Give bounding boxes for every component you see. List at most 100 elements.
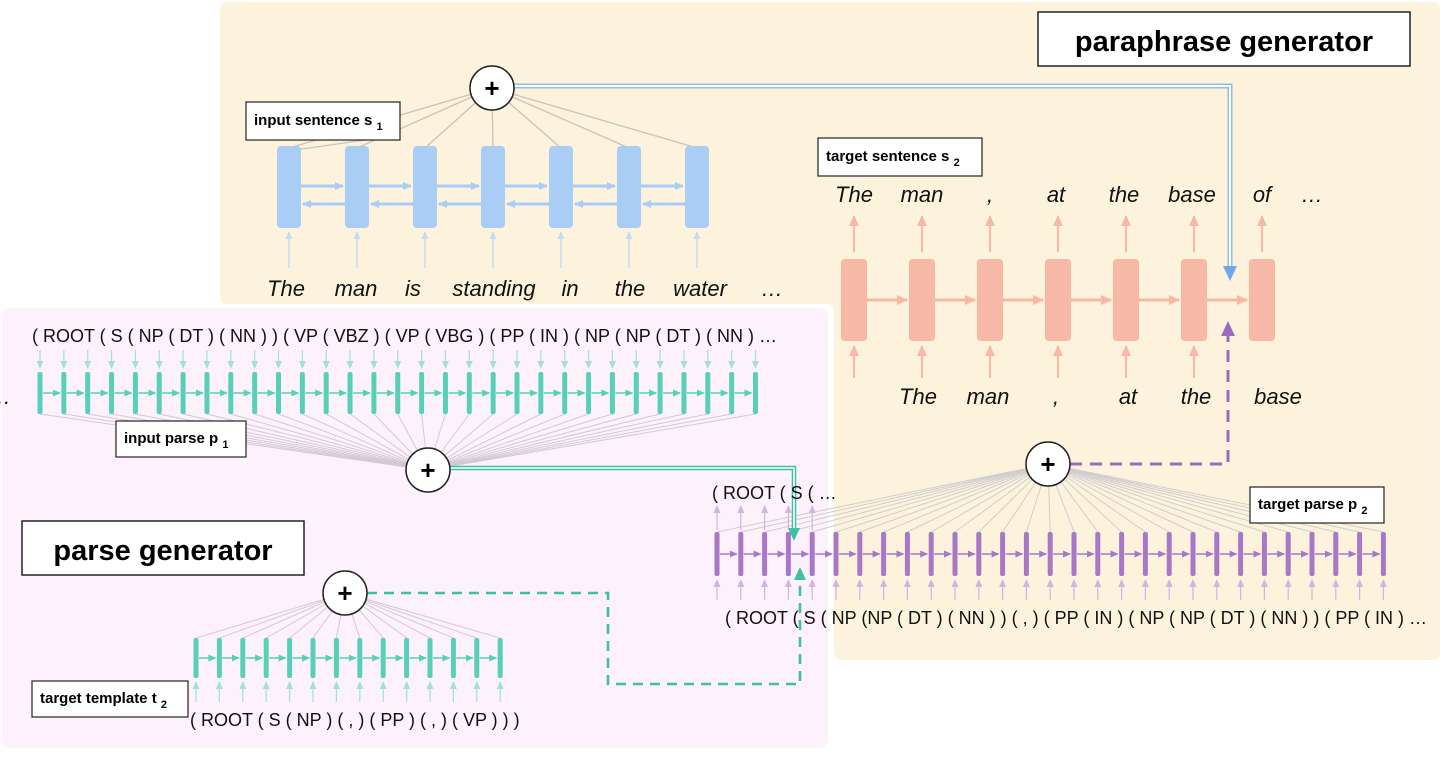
target-template-label: target template t 2 bbox=[31, 680, 189, 718]
template-to-target-parse-connector bbox=[367, 567, 806, 686]
input-sentence-var: s bbox=[364, 112, 372, 129]
input-parse-attention-line bbox=[427, 413, 708, 471]
input-parse-text: ( ROOT ( S ( NP ( DT ) ( NN ) ) ( VP ( V… bbox=[32, 326, 777, 346]
target-sentence-token: man bbox=[901, 182, 944, 207]
target-parse-cell bbox=[857, 532, 863, 576]
target-parse-attention-line bbox=[859, 463, 1049, 533]
target-sentence-label-text: target sentence bbox=[826, 148, 937, 165]
input-parse-cell bbox=[85, 372, 91, 414]
target-parse-cell bbox=[1214, 532, 1220, 576]
encoder-cell bbox=[549, 146, 573, 228]
target-parse-label-text: target parse bbox=[1258, 496, 1344, 513]
template-cell bbox=[450, 638, 456, 678]
encoder-attention-line bbox=[491, 87, 630, 149]
input-parse-cell bbox=[228, 372, 234, 414]
target-parse-cell bbox=[904, 532, 910, 576]
target-parse-cell bbox=[1380, 532, 1386, 576]
input-parse-cell bbox=[323, 372, 329, 414]
input-parse-cell bbox=[61, 372, 67, 414]
input-parse-attention-line bbox=[427, 413, 565, 471]
template-cell bbox=[474, 638, 480, 678]
target-parse-cell bbox=[762, 532, 768, 576]
input-parse-attention-line bbox=[427, 413, 661, 471]
target-parse-cell bbox=[738, 532, 744, 576]
target-parse-cell bbox=[833, 532, 839, 576]
svg-text:input parse p: input parse p 1 bbox=[124, 430, 229, 451]
input-sentence-token: man bbox=[335, 276, 378, 301]
target-sentence-token: the bbox=[1109, 182, 1140, 207]
decoder-cell bbox=[1181, 259, 1207, 341]
encoder-cell bbox=[617, 146, 641, 228]
input-sentence-token: in bbox=[561, 276, 578, 301]
svg-text:+: + bbox=[337, 578, 352, 608]
encoder-cell bbox=[413, 146, 437, 228]
target-parse-sum-node: + bbox=[1025, 441, 1071, 487]
decoder-cell bbox=[841, 259, 867, 341]
input-parse-cell bbox=[562, 372, 568, 414]
template-cell bbox=[380, 638, 386, 678]
target-parse-attention-line bbox=[835, 463, 1049, 533]
target-parse-attention-line bbox=[788, 463, 1049, 533]
input-parse-cell bbox=[514, 372, 520, 414]
input-parse-cell bbox=[729, 372, 735, 414]
target-parse-attention-line bbox=[1047, 463, 1265, 533]
input-sentence-label-text: input sentence bbox=[254, 112, 360, 129]
input-parse-cell bbox=[609, 372, 615, 414]
target-parse-cell bbox=[1000, 532, 1006, 576]
target-sentence-token: The bbox=[835, 182, 873, 207]
input-parse-cell bbox=[252, 372, 258, 414]
target-sentence-token: , bbox=[987, 182, 993, 207]
input-parse-to-target-parse-connector-inner bbox=[450, 467, 800, 541]
template-cell bbox=[427, 638, 433, 678]
template-attention-line bbox=[344, 592, 477, 639]
input-parse-attention-line bbox=[230, 413, 429, 471]
target-parse-cell bbox=[1047, 532, 1053, 576]
template-cell bbox=[263, 638, 269, 678]
target-parse-cell bbox=[1333, 532, 1339, 576]
template-attention-line bbox=[344, 592, 501, 639]
svg-text:+: + bbox=[1040, 449, 1055, 479]
target-parse-cell bbox=[1261, 532, 1267, 576]
target-parse-attention-line bbox=[1047, 463, 1289, 533]
input-parse-var: p bbox=[209, 430, 218, 447]
input-parse-attention-line bbox=[254, 413, 429, 471]
template-cell bbox=[497, 638, 503, 678]
decoder-input-token: the bbox=[1181, 384, 1212, 409]
target-sentence-label: target sentence s 2 bbox=[817, 137, 983, 177]
target-parse-output-text: ( ROOT ( S ( … bbox=[712, 483, 837, 503]
target-parse-cell bbox=[1357, 532, 1363, 576]
input-parse-cell bbox=[204, 372, 210, 414]
input-parse-cell bbox=[419, 372, 425, 414]
template-cell bbox=[216, 638, 222, 678]
svg-text:input sentence s: input sentence s 1 bbox=[254, 112, 383, 133]
input-parse-attention-line bbox=[427, 413, 685, 471]
input-sentence-token: standing bbox=[452, 276, 536, 301]
input-parse-attention-line bbox=[427, 413, 756, 471]
input-parse-cell bbox=[276, 372, 281, 414]
input-parse-cell bbox=[371, 372, 377, 414]
decoder-cell bbox=[1045, 259, 1071, 341]
input-parse-cell bbox=[490, 372, 496, 414]
target-parse-attention-line bbox=[1047, 463, 1170, 533]
target-parse-attention-line bbox=[716, 463, 1049, 533]
svg-text:+: + bbox=[420, 455, 435, 485]
target-parse-cell bbox=[714, 532, 720, 576]
input-parse-cell bbox=[681, 372, 687, 414]
template-cell bbox=[287, 638, 293, 678]
input-parse-attention-line bbox=[427, 413, 589, 471]
target-parse-cell bbox=[881, 532, 887, 576]
input-parse-cell bbox=[633, 372, 639, 414]
input-parse-cell bbox=[299, 372, 305, 414]
target-template-text: ( ROOT ( S ( NP ) ( , ) ( PP ) ( , ) ( V… bbox=[190, 710, 520, 730]
decoder-cell bbox=[1249, 259, 1275, 341]
target-sentence-token: base bbox=[1168, 182, 1216, 207]
target-parse-cell bbox=[1095, 532, 1101, 576]
target-parse-attention-line bbox=[1047, 463, 1217, 533]
input-parse-cell bbox=[442, 372, 448, 414]
target-parse-sub: 2 bbox=[1361, 505, 1367, 517]
decoder-cell bbox=[977, 259, 1003, 341]
target-parse-label: target parse p 2 bbox=[1249, 486, 1385, 524]
parse-generator-title-text: parse generator bbox=[53, 535, 272, 567]
input-parse-cell bbox=[538, 372, 544, 414]
